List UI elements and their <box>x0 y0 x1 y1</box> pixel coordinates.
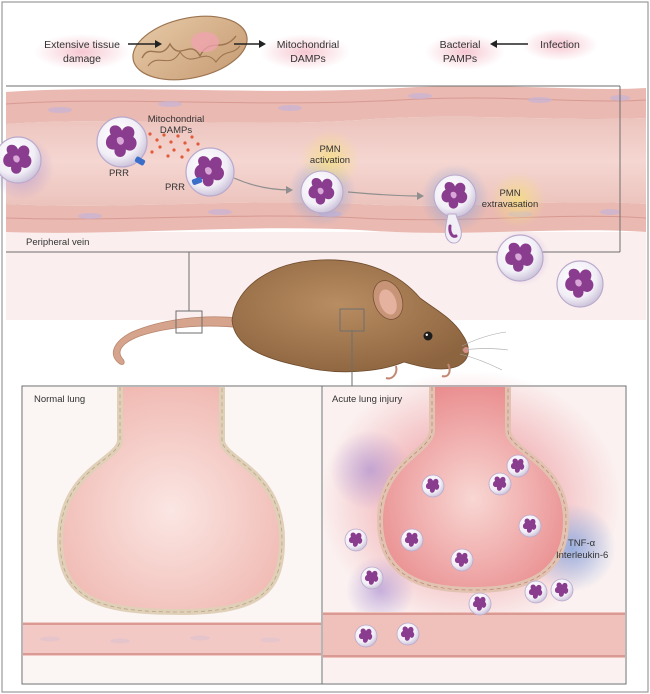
flow-arrow-1-head <box>286 186 293 194</box>
neutrophil-icon <box>400 528 424 552</box>
pmn-activation-label-1: PMN <box>319 144 340 155</box>
arrow-head-infection <box>490 40 497 48</box>
vein-upper-wall <box>6 86 646 124</box>
neutrophil-icon <box>433 174 477 218</box>
lung-panels: Normal lung <box>21 370 627 685</box>
neutrophil-icon <box>518 514 542 538</box>
normal-alveolar-wall <box>56 387 286 616</box>
mito-damps-vein-label-1: Mitochondrial <box>148 114 205 125</box>
peripheral-vein-label: Peripheral vein <box>26 237 89 248</box>
neutrophil-icon <box>496 234 544 282</box>
normal-lung-panel: Normal lung <box>23 387 321 683</box>
infection-glow <box>522 29 598 61</box>
neutrophil-icon <box>360 566 384 590</box>
normal-lung-label: Normal lung <box>34 394 85 405</box>
top-section: Extensive tissue damage Mitochondrial DA… <box>34 15 598 81</box>
injured-alveolus <box>380 387 566 590</box>
tissue-damage-glow <box>34 34 130 70</box>
arrow-head-damage <box>155 40 162 48</box>
mouse-icon <box>112 259 509 380</box>
flow-arrow-2 <box>347 191 421 197</box>
lung-panel-frame <box>21 385 627 685</box>
infection-label: Infection <box>540 39 580 51</box>
normal-alveolus <box>60 387 282 612</box>
tissue-damage-label-2: damage <box>63 53 101 65</box>
neutrophil-icon <box>506 454 530 478</box>
arrow-head-mito <box>259 40 266 48</box>
mito-damps-top-label-1: Mitochondrial <box>277 39 339 51</box>
neutrophil-icon <box>488 472 512 496</box>
pmn-extravasation-label-2: extravasation <box>482 199 539 210</box>
interleukin-6-label: Interleukin-6 <box>556 550 608 561</box>
prr-label-2: PRR <box>165 182 185 193</box>
tnf-alpha-label: TNF-α <box>568 538 596 549</box>
neutrophil-icon <box>344 528 368 552</box>
acute-lung-injury-label: Acute lung injury <box>332 394 402 405</box>
acute-lung-injury-panel: Acute lung injury TNF-α Interleukin-6 <box>320 370 625 683</box>
neutrophil-icon <box>185 147 235 197</box>
prr-receptor-icon <box>191 177 203 185</box>
neutrophil-icon <box>524 580 548 604</box>
mito-damps-glow <box>260 34 350 70</box>
bacterial-pamps-label-2: PAMPs <box>443 53 477 65</box>
pmn-extravasation-label-1: PMN <box>499 188 520 199</box>
tissue-damage-label-1: Extensive tissue <box>44 39 120 51</box>
bacterial-pamps-label-1: Bacterial <box>440 39 481 51</box>
prr-label-1: PRR <box>109 168 129 179</box>
neutrophil-icon <box>300 170 344 214</box>
neutrophil-icon <box>550 578 574 602</box>
flow-arrow-2-head <box>417 192 424 200</box>
neutrophil-icon <box>450 548 474 572</box>
bacterial-pamps-glow <box>425 34 505 70</box>
mito-damps-top-label-2: DAMPs <box>290 53 326 65</box>
damp-particles <box>148 132 200 159</box>
prr-receptor-icon <box>134 156 146 166</box>
neutrophil-icon <box>396 622 420 646</box>
pmn-activation-label-2: activation <box>310 155 350 166</box>
mitochondrion-icon <box>132 15 248 81</box>
flow-arrow-1 <box>233 177 291 191</box>
mito-damps-vein-label-2: DAMPs <box>160 125 192 136</box>
neutrophil-icon <box>354 624 378 648</box>
neutrophil-icon <box>556 260 604 308</box>
neutrophil-icon <box>0 136 42 184</box>
neutrophil-icon <box>468 592 492 616</box>
extravasation-glow-yellow <box>490 172 546 228</box>
neutrophil-icon <box>421 474 445 498</box>
